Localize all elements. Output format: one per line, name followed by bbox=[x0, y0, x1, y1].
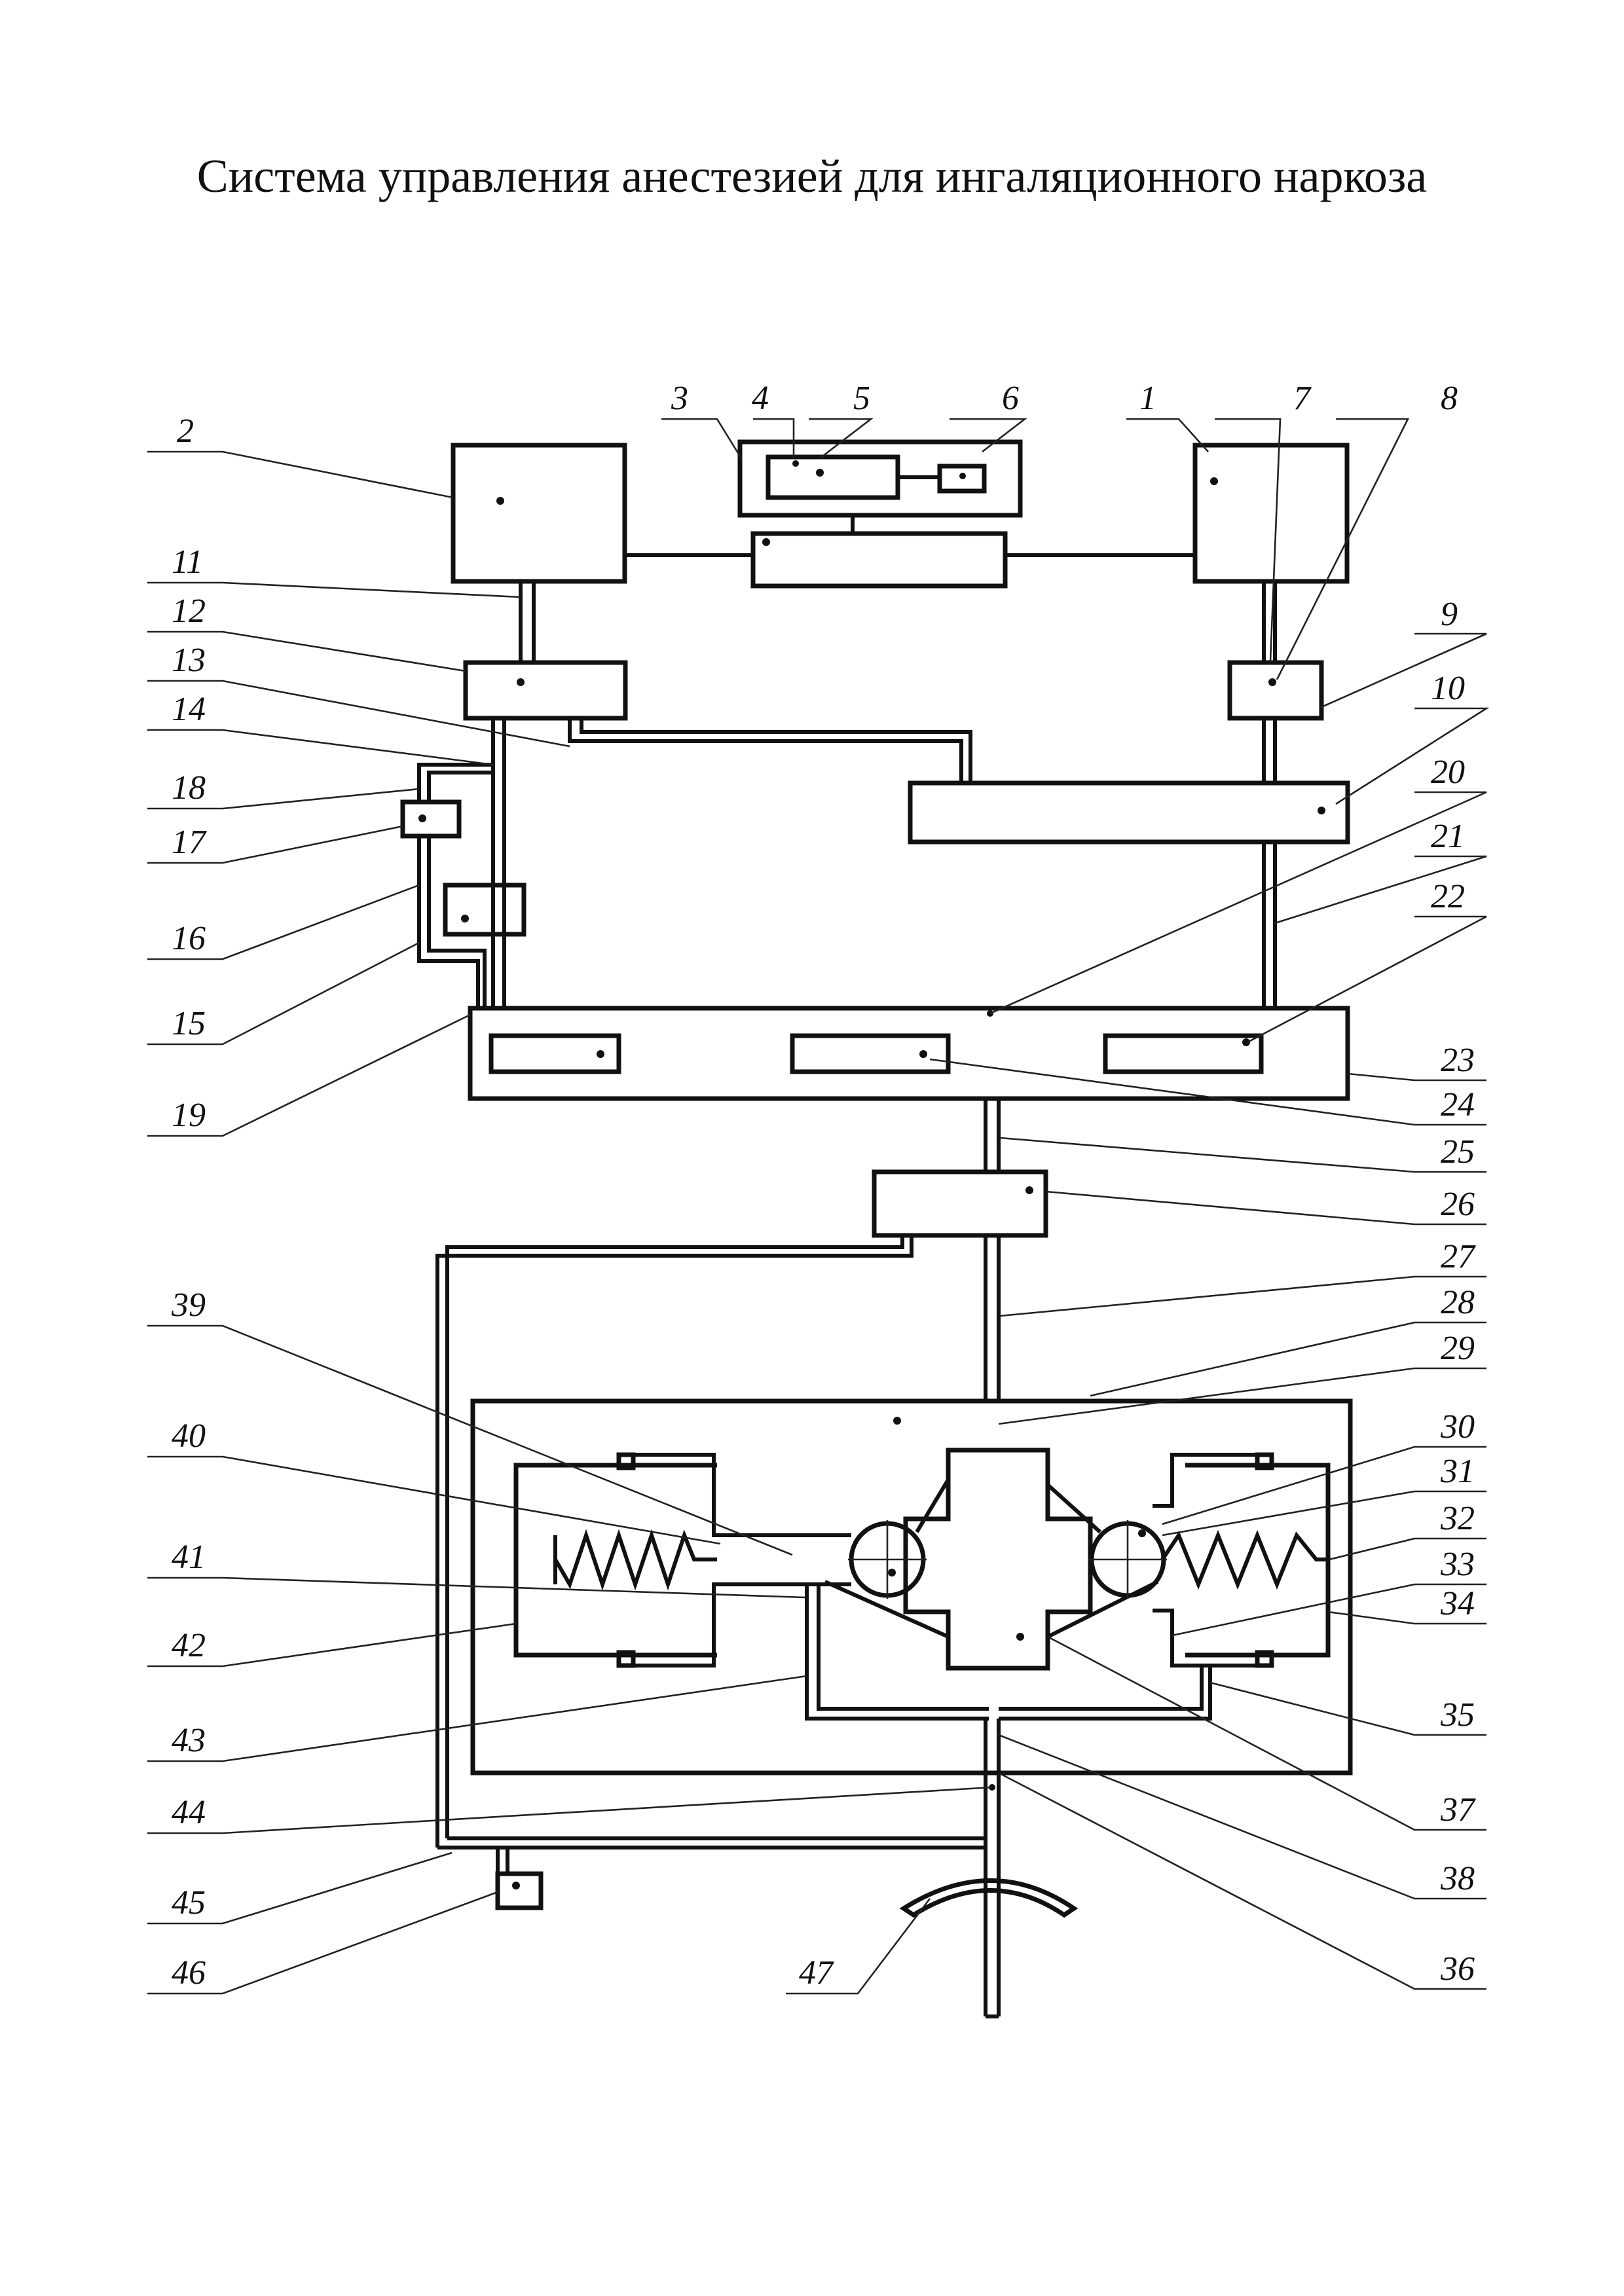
label-14: 14 bbox=[172, 691, 206, 728]
block-46 bbox=[495, 1871, 544, 1910]
block-2 bbox=[451, 443, 627, 584]
spring-right bbox=[1160, 1529, 1328, 1590]
label-2: 2 bbox=[177, 412, 194, 450]
label-26: 26 bbox=[1441, 1186, 1475, 1223]
label-34: 34 bbox=[1440, 1585, 1475, 1622]
label-9: 9 bbox=[1441, 596, 1458, 633]
label-6: 6 bbox=[1002, 380, 1019, 417]
label-11: 11 bbox=[172, 543, 203, 581]
label-24: 24 bbox=[1441, 1086, 1475, 1123]
label-20: 20 bbox=[1431, 754, 1465, 791]
label-15: 15 bbox=[172, 1005, 206, 1042]
label-37: 37 bbox=[1440, 1791, 1476, 1829]
spring-left bbox=[553, 1529, 717, 1591]
block-12 bbox=[463, 660, 628, 721]
label-13: 13 bbox=[172, 642, 206, 679]
cylinder-left bbox=[513, 1463, 717, 1658]
label-7: 7 bbox=[1293, 380, 1312, 417]
block-24 bbox=[489, 1033, 621, 1074]
label-21: 21 bbox=[1431, 818, 1465, 855]
label-38: 38 bbox=[1440, 1860, 1475, 1897]
block-22 bbox=[1103, 1033, 1264, 1074]
label-8: 8 bbox=[1441, 380, 1458, 417]
label-42: 42 bbox=[172, 1627, 206, 1664]
label-29: 29 bbox=[1441, 1330, 1475, 1367]
label-28: 28 bbox=[1441, 1284, 1475, 1321]
label-35: 35 bbox=[1440, 1696, 1475, 1734]
block-23 bbox=[790, 1033, 951, 1074]
label-4: 4 bbox=[752, 380, 769, 417]
block-17 bbox=[400, 799, 462, 839]
label-10: 10 bbox=[1431, 670, 1465, 707]
block-1 bbox=[1192, 443, 1350, 584]
label-25: 25 bbox=[1441, 1133, 1475, 1171]
valve-body-30 bbox=[903, 1448, 1093, 1671]
block-15 bbox=[443, 883, 526, 937]
label-39: 39 bbox=[171, 1286, 206, 1324]
label-40: 40 bbox=[172, 1417, 206, 1455]
label-23: 23 bbox=[1441, 1042, 1475, 1079]
label-47: 47 bbox=[799, 1954, 834, 1992]
mask-47 bbox=[899, 1878, 1079, 1918]
label-41: 41 bbox=[172, 1539, 206, 1576]
block-5 bbox=[766, 454, 900, 500]
label-27: 27 bbox=[1441, 1238, 1476, 1275]
label-12: 12 bbox=[172, 592, 206, 630]
block-26 bbox=[872, 1169, 1048, 1238]
label-17: 17 bbox=[172, 824, 207, 861]
label-44: 44 bbox=[172, 1794, 206, 1831]
label-33: 33 bbox=[1440, 1546, 1475, 1583]
label-43: 43 bbox=[172, 1722, 206, 1759]
label-31: 31 bbox=[1440, 1453, 1475, 1490]
block-9 bbox=[1227, 660, 1324, 721]
label-22: 22 bbox=[1431, 878, 1465, 915]
label-3: 3 bbox=[671, 380, 688, 417]
label-1: 1 bbox=[1139, 380, 1156, 417]
label-45: 45 bbox=[172, 1884, 206, 1922]
label-5: 5 bbox=[853, 380, 870, 417]
block-controller bbox=[750, 531, 1008, 589]
block-3 bbox=[737, 439, 1023, 518]
label-46: 46 bbox=[172, 1954, 206, 1992]
block-10 bbox=[908, 780, 1350, 845]
block-20 bbox=[468, 1006, 1350, 1101]
label-19: 19 bbox=[172, 1097, 206, 1134]
label-16: 16 bbox=[172, 920, 206, 957]
label-30: 30 bbox=[1440, 1408, 1475, 1446]
diagram-title: Система управления анестезией для ингаля… bbox=[196, 150, 1428, 202]
label-18: 18 bbox=[172, 769, 206, 807]
label-32: 32 bbox=[1440, 1500, 1475, 1537]
label-36: 36 bbox=[1440, 1950, 1475, 1988]
